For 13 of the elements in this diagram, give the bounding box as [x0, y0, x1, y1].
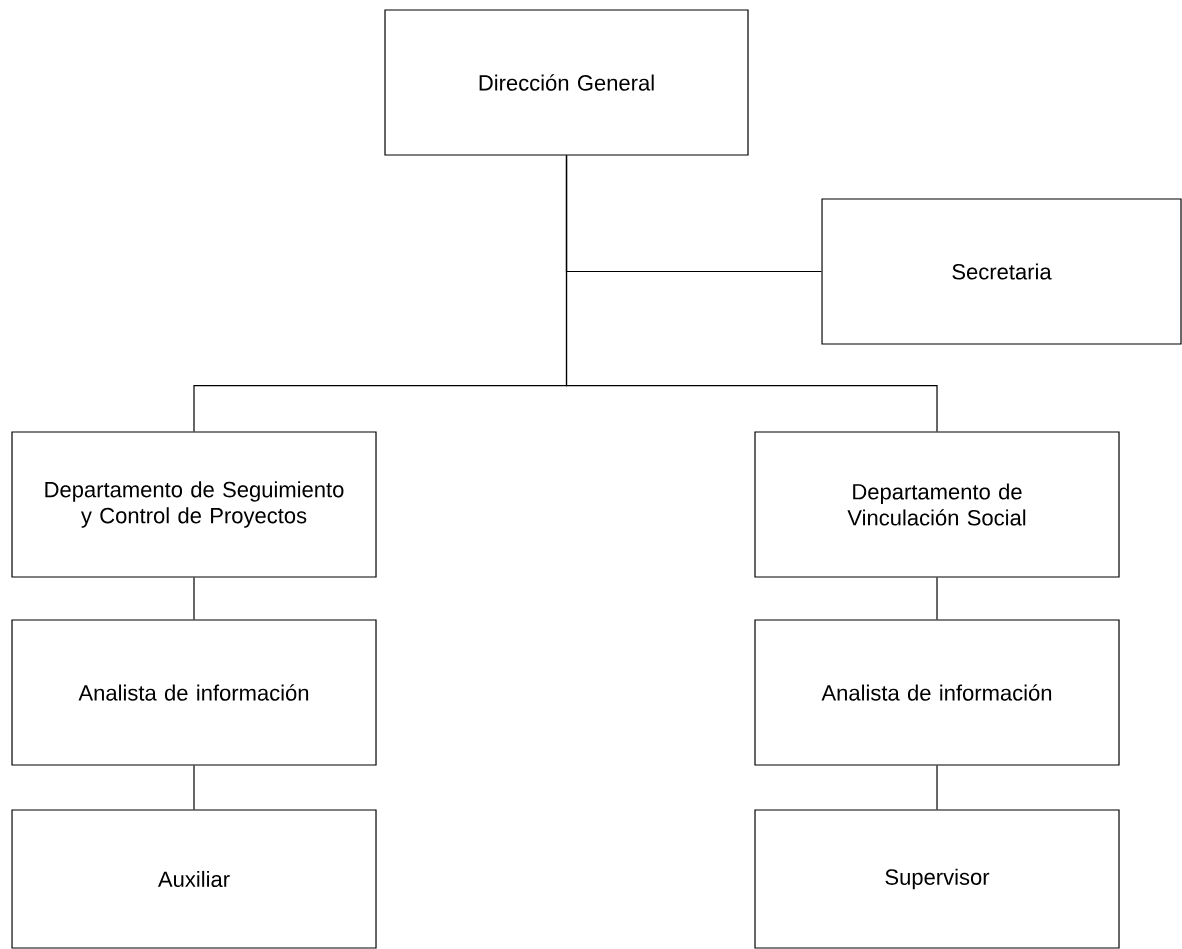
org-box: Dirección General: [384, 9, 749, 156]
org-box: Supervisor: [754, 809, 1120, 949]
connector-line: [193, 577, 195, 620]
org-box: Secretaria: [821, 198, 1182, 345]
org-box: Departamento de Seguimiento y Control de Proyectos: [11, 431, 377, 578]
connector-line: [193, 765, 195, 810]
connector-line: [565, 155, 938, 432]
org-box: Analista de información: [754, 619, 1120, 766]
org-box: Analista de información: [11, 619, 377, 766]
org-box: Departamento de Vinculación Social: [754, 431, 1120, 578]
connector-line: [936, 577, 938, 620]
org-box: Auxiliar: [11, 809, 377, 949]
connector-line: [936, 765, 938, 810]
